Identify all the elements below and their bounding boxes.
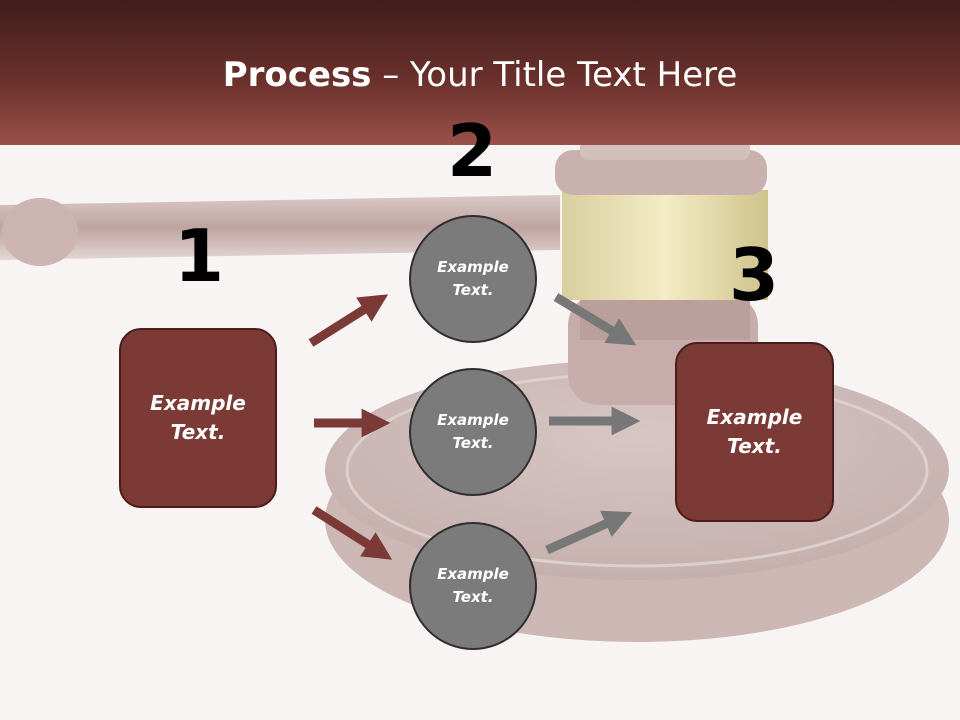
arrow-left-to-top [308, 294, 389, 347]
right-process-box[interactable]: Example Text. [675, 342, 834, 522]
process-circle-top[interactable]: Example Text. [409, 215, 537, 343]
left-process-box[interactable]: Example Text. [119, 328, 277, 508]
title-banner [0, 0, 960, 145]
process-circle-bottom[interactable]: Example Text. [409, 522, 537, 650]
title-rest: – Your Title Text Here [371, 55, 738, 95]
circle-top-line1: Example [437, 258, 509, 276]
right-box-line1: Example [706, 405, 803, 429]
circle-bottom-line1: Example [437, 565, 509, 583]
arrow-bottom-to-right [545, 510, 633, 555]
process-circle-middle[interactable]: Example Text. [409, 368, 537, 496]
right-box-line2: Text. [727, 434, 782, 458]
arrow-left-to-bottom [311, 506, 393, 560]
step-number-1: 1 [173, 214, 225, 298]
circle-bottom-line2: Text. [452, 588, 494, 606]
step-number-3: 3 [728, 233, 780, 317]
circle-middle-line1: Example [437, 411, 509, 429]
circle-middle-line2: Text. [452, 434, 494, 452]
title-bold: Process [222, 55, 372, 95]
slide-title: Process – Your Title Text Here [0, 52, 960, 98]
arrow-top-to-right [553, 293, 637, 346]
circle-top-line2: Text. [452, 281, 494, 299]
left-box-line1: Example [150, 391, 246, 415]
step-number-2: 2 [446, 109, 498, 193]
left-box-line2: Text. [170, 420, 226, 444]
